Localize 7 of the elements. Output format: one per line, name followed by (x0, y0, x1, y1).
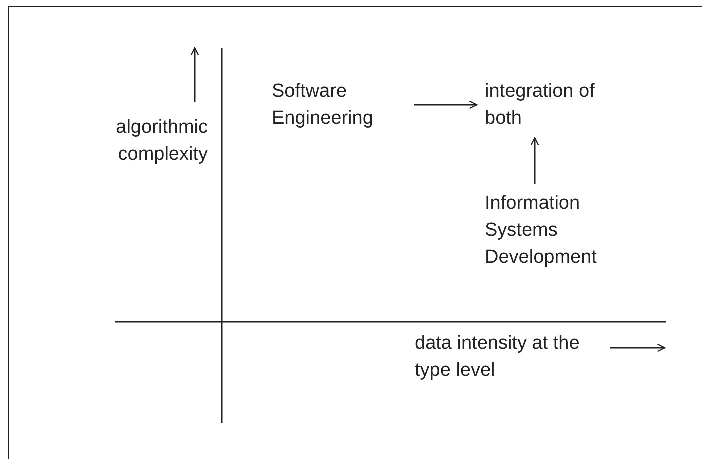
arrow (530, 137, 540, 184)
node-text: Software Engineering (272, 80, 374, 131)
arrow (414, 100, 478, 110)
axis-label: algorithmic complexity (115, 116, 208, 167)
axis-label: data intensity at the type level (415, 332, 581, 383)
node-text: Information Systems Development (485, 192, 598, 270)
node-text: integration of both (485, 80, 596, 131)
